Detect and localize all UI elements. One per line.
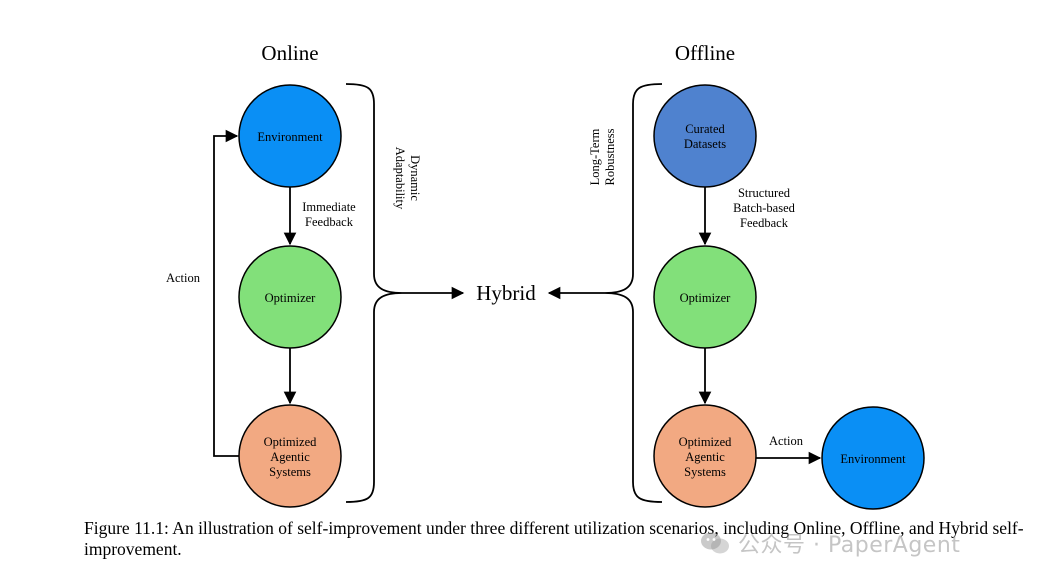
offline-environment-node	[821, 406, 925, 510]
offline-brace-label-2: Robustness	[603, 128, 617, 185]
wechat-icon	[701, 532, 729, 554]
online-agentic-label-2: Agentic	[270, 450, 310, 464]
offline-feedback-label-3: Feedback	[740, 216, 789, 230]
online-agentic-label-3: Systems	[269, 465, 311, 479]
self-improvement-diagram: Online Environment Optimizer Optimized A…	[166, 41, 925, 510]
offline-optimizer-label: Optimizer	[680, 291, 732, 305]
offline-agentic-node	[653, 404, 757, 508]
offline-environment-label: Environment	[840, 452, 906, 466]
offline-brace-label-1: Long-Term	[588, 128, 602, 185]
hybrid-label: Hybrid	[476, 281, 536, 305]
offline-datasets-node	[653, 84, 757, 188]
online-agentic-label-1: Optimized	[264, 435, 318, 449]
watermark-text: 公众号 · PaperAgent	[738, 533, 961, 558]
offline-feedback-label-1: Structured	[738, 186, 791, 200]
online-brace-label-2: Adaptability	[393, 147, 407, 210]
offline-title: Offline	[675, 41, 735, 65]
watermark: 公众号 · PaperAgent	[700, 527, 960, 559]
offline-datasets-label-2: Datasets	[684, 137, 726, 151]
online-feedback-label-1: Immediate	[302, 200, 356, 214]
offline-action-label: Action	[769, 434, 804, 448]
online-action-label: Action	[166, 271, 201, 285]
offline-agentic-label-3: Systems	[684, 465, 726, 479]
offline-agentic-label-2: Agentic	[685, 450, 725, 464]
online-title: Online	[261, 41, 318, 65]
offline-feedback-label-2: Batch-based	[733, 201, 796, 215]
figure-caption: Figure 11.1: An illustration of self-imp…	[84, 518, 1024, 559]
online-feedback-label-2: Feedback	[305, 215, 354, 229]
online-optimizer-label: Optimizer	[265, 291, 317, 305]
offline-agentic-label-1: Optimized	[679, 435, 733, 449]
online-environment-label: Environment	[257, 130, 323, 144]
offline-datasets-label-1: Curated	[685, 122, 725, 136]
online-action-loop-arrow	[213, 129, 239, 457]
online-brace-label-1: Dynamic	[408, 155, 422, 201]
offline-brace	[604, 83, 663, 503]
